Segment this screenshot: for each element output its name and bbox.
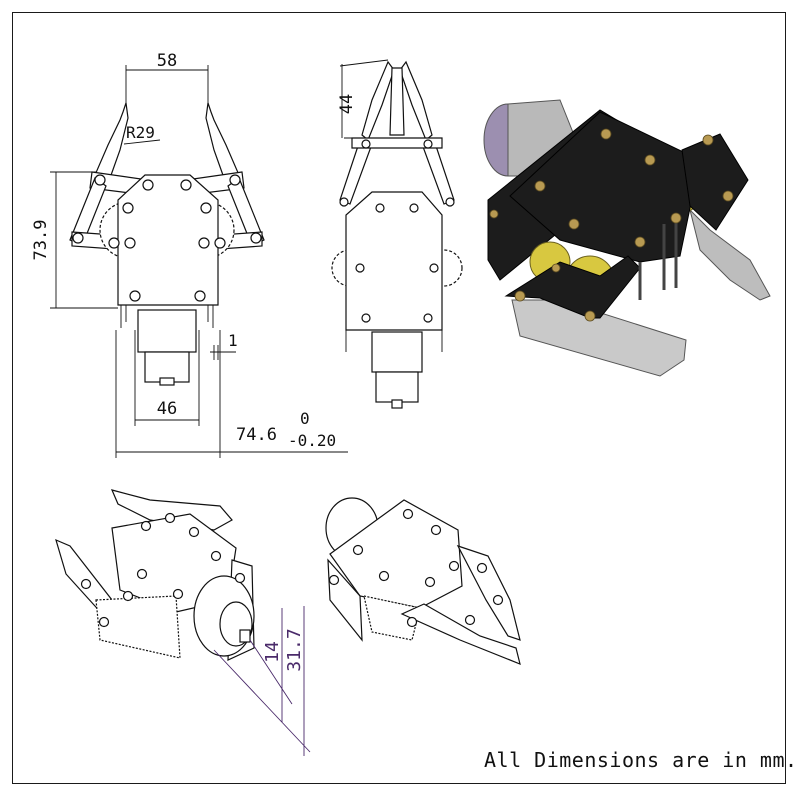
rendered-upper-jaw bbox=[689, 208, 771, 301]
side-top-bar bbox=[351, 137, 443, 149]
tolerance-upper: 0 bbox=[300, 409, 310, 428]
motor-shaft bbox=[159, 377, 175, 386]
front-view: 58 R29 73.9 1 46 74.6 0 -0.20 bbox=[31, 51, 348, 458]
side-motor-shaft bbox=[391, 399, 403, 409]
side-motor-body bbox=[375, 371, 419, 403]
dim-total-width: 74.6 bbox=[236, 425, 277, 445]
main-plate bbox=[117, 174, 219, 306]
motor-gearbox bbox=[137, 309, 197, 353]
dim-width-top: 58 bbox=[157, 51, 177, 71]
units-note: All Dimensions are in mm. bbox=[484, 748, 798, 772]
iso-right-upper-jaw bbox=[456, 544, 521, 641]
tolerance-lower: -0.20 bbox=[288, 431, 336, 450]
motor-body bbox=[144, 351, 190, 383]
side-bolts bbox=[339, 139, 455, 323]
left-jaw bbox=[94, 102, 129, 179]
side-left-arm bbox=[339, 139, 373, 205]
dim-height: 73.9 bbox=[31, 220, 51, 261]
iso-right-bolts bbox=[328, 508, 504, 628]
dim-jaw-length: 44 bbox=[337, 94, 357, 114]
iso-view-right bbox=[325, 497, 521, 665]
iso-left-motor-shaft bbox=[239, 629, 251, 643]
iso-right-rack bbox=[363, 595, 421, 641]
iso-left-upper-jaw bbox=[110, 489, 233, 531]
right-jaw bbox=[205, 102, 240, 179]
iso-left-bolts bbox=[80, 512, 246, 628]
dim-iso-b: 31.7 bbox=[284, 628, 305, 671]
side-right-arm bbox=[421, 139, 455, 205]
side-view: 44 bbox=[331, 59, 463, 409]
dim-motor-offset: 1 bbox=[228, 331, 238, 350]
side-plate bbox=[345, 191, 443, 331]
iso-left-rack bbox=[95, 595, 181, 659]
rendered-brass-bolts bbox=[489, 128, 734, 322]
side-center-finger bbox=[389, 67, 405, 136]
rendered-iso-view bbox=[483, 99, 771, 377]
iso-right-lower-jaw bbox=[400, 603, 521, 665]
sheet-border bbox=[12, 12, 786, 784]
dim-radius: R29 bbox=[126, 123, 155, 142]
side-right-jaw bbox=[399, 60, 433, 141]
rendered-front-plate bbox=[509, 111, 701, 263]
side-motor-gearbox bbox=[371, 331, 423, 373]
front-bolts bbox=[72, 174, 262, 302]
dim-iso-a: 14 bbox=[262, 641, 283, 663]
iso-view-left: 14 31.7 bbox=[55, 489, 311, 756]
dim-motor-width: 46 bbox=[157, 399, 177, 419]
rendered-side-link bbox=[681, 133, 749, 231]
side-left-jaw bbox=[361, 60, 395, 141]
